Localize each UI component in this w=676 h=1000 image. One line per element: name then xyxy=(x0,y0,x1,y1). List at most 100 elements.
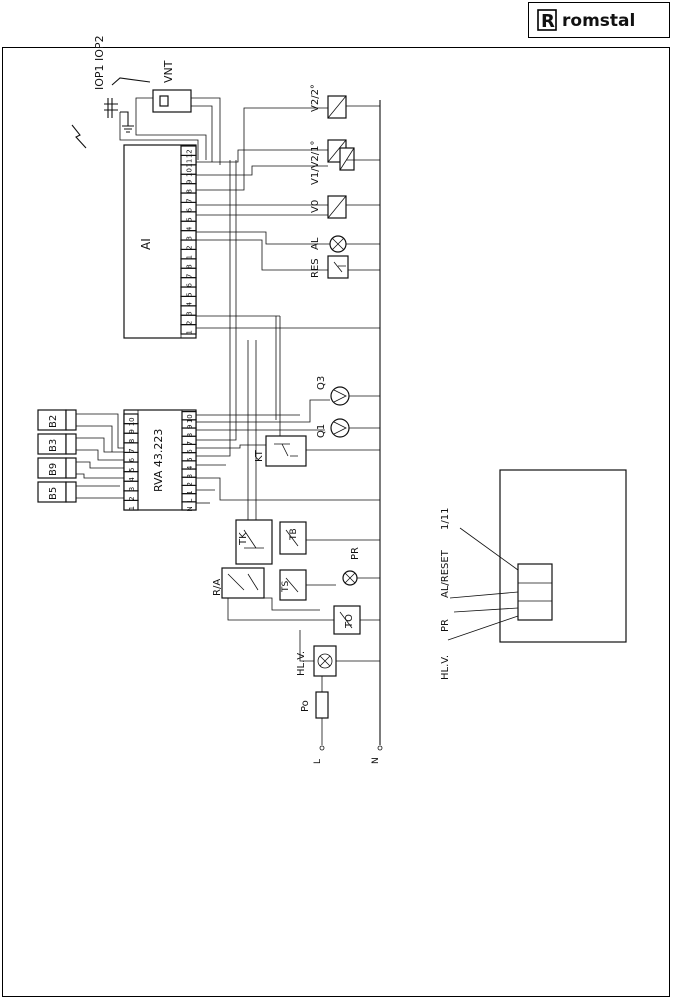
pump-q1: Q1 xyxy=(316,418,380,438)
vnt-fan: VNT xyxy=(119,60,221,165)
panel-pr-label: PR xyxy=(440,619,451,632)
rva-terminal-cell xyxy=(181,411,197,421)
to-label: TO xyxy=(344,614,355,629)
vnt-label: VNT xyxy=(162,60,175,83)
sensor-b5: B5 xyxy=(37,481,77,503)
sensor-b3: B3 xyxy=(37,433,77,455)
sensor-b3-label: B3 xyxy=(48,439,59,452)
rva-sensor-terminal-label: 9 xyxy=(128,429,136,433)
valve-v1-v2-1-label: V1/V2/1° xyxy=(310,140,321,185)
rva-terminal-label: 6 xyxy=(186,449,194,454)
ai-terminal-label: 8 xyxy=(186,264,194,268)
alarm-label: AL xyxy=(310,237,321,250)
rva-sensor-terminal-label: 10 xyxy=(128,417,136,426)
rva-wiring xyxy=(196,160,380,530)
pump-q3: Q3 xyxy=(316,376,380,406)
hlv-label: HL.V. xyxy=(296,651,307,676)
rva-terminal-label: 7 xyxy=(186,441,194,445)
rva-sensor-terminal-label: 8 xyxy=(128,439,136,443)
ai-terminal-label: 1 xyxy=(186,255,194,259)
brand-text: romstal xyxy=(562,11,635,31)
ai-terminal-label: 5 xyxy=(186,217,194,221)
rva-sensor-terminal-label: 3 xyxy=(128,487,136,491)
panel-hlv-label: HL.V. xyxy=(440,655,451,680)
iop-sensor: IOP1 IOP2 xyxy=(71,35,151,149)
kt-label: KT xyxy=(254,449,265,462)
valve-v0: V0 xyxy=(310,195,347,219)
ai-terminal-label: 1 xyxy=(186,330,194,334)
fuse-label: Po xyxy=(300,700,311,712)
ai-terminal-label: 3 xyxy=(186,311,194,315)
rva-sensor-terminal-label: 4 xyxy=(128,477,136,482)
ts-label: TS xyxy=(281,581,291,593)
rva-sensor-terminal-label: 2 xyxy=(128,496,136,500)
ai-terminal-label: 2 xyxy=(186,245,194,249)
rva-sensor-terminal-label: 1 xyxy=(128,506,136,510)
valve-v0-label: V0 xyxy=(310,200,321,213)
sensor-b2-label: B2 xyxy=(48,415,59,428)
pr-lamp: PR xyxy=(342,547,380,586)
panel-al-reset-label: AL/RESET xyxy=(440,549,451,598)
main-switch: HL.V. xyxy=(296,630,380,677)
fuse-po: Po xyxy=(300,676,329,745)
supply-n-label: N xyxy=(371,757,381,764)
rva-sensor-terminal-label: 5 xyxy=(128,468,136,472)
ai-terminal-label: 11 xyxy=(186,159,194,168)
control-panel: AL/RESET 1/11 PR HL.V. xyxy=(440,469,627,680)
reset-button: RES xyxy=(310,255,349,279)
rva-terminal-label: 5 xyxy=(186,457,194,461)
rva-terminal-label: 2 xyxy=(186,482,194,486)
rva-sensor-terminal-cell xyxy=(123,413,139,425)
panel-al-reset-ref: 1/11 xyxy=(440,508,451,530)
ai-terminal-label: 4 xyxy=(186,301,194,306)
rva-module-label: RVA 43.223 xyxy=(152,429,165,492)
sensor-group: B2 B3 B9 B5 xyxy=(37,409,132,503)
pr-label: PR xyxy=(350,547,361,560)
ai-terminal-label: 6 xyxy=(186,283,194,288)
rva-terminal-label: 3 xyxy=(186,474,194,478)
pump-q1-label: Q1 xyxy=(316,424,327,438)
ai-terminal-label: 5 xyxy=(186,292,194,296)
tk-label: TK xyxy=(238,532,249,546)
rva-terminal-label: 1 xyxy=(186,490,194,494)
ai-terminal-cell xyxy=(180,145,197,156)
reset-label: RES xyxy=(310,258,321,278)
ai-terminal-label: 3 xyxy=(186,236,194,240)
valve-v1-v2-1: V1/V2/1° xyxy=(310,139,355,185)
sensor-b9: B9 xyxy=(37,457,77,479)
rva-terminal-label: N xyxy=(186,506,194,511)
ai-terminal-label: 12 xyxy=(186,149,194,158)
romstal-logo-mark: R romstal xyxy=(537,9,635,32)
kt-relay: KT xyxy=(254,435,380,467)
sensor-b9-label: B9 xyxy=(48,463,59,476)
rva-terminal-label: 9 xyxy=(186,425,194,429)
ai-terminal-label: 8 xyxy=(186,189,194,193)
ai-terminal-label: 9 xyxy=(186,180,194,184)
to-thermostat: TO xyxy=(333,605,380,635)
rva-terminal-label: 4 xyxy=(186,465,194,470)
ai-terminal-label: 4 xyxy=(186,226,194,231)
pump-q3-label: Q3 xyxy=(316,376,327,390)
ai-module-label: AI xyxy=(139,238,153,250)
ai-terminal-label: 7 xyxy=(186,198,194,202)
ai-terminal-label: 2 xyxy=(186,321,194,325)
valve-v2-2: V2/2° xyxy=(310,84,347,119)
rva-sensor-terminal-label: 6 xyxy=(128,457,136,462)
valve-v2-2-label: V2/2° xyxy=(310,84,321,112)
ai-terminal-label: 6 xyxy=(186,207,194,212)
supply-l-label: L xyxy=(313,759,323,764)
ai-terminal-label: 10 xyxy=(186,168,194,177)
iop-label: IOP1 IOP2 xyxy=(93,35,106,90)
rva-sensor-terminal-label: 7 xyxy=(128,448,136,452)
diagram-frame xyxy=(2,47,670,997)
logo-letter: R xyxy=(541,11,555,32)
switch-block: TK TB R/A TS xyxy=(212,519,380,621)
rva-terminal-label: L xyxy=(186,499,194,503)
supply-terminals: L N xyxy=(313,745,383,764)
sensor-b2: B2 xyxy=(37,409,77,431)
rva-terminal-label: 8 xyxy=(186,433,194,437)
